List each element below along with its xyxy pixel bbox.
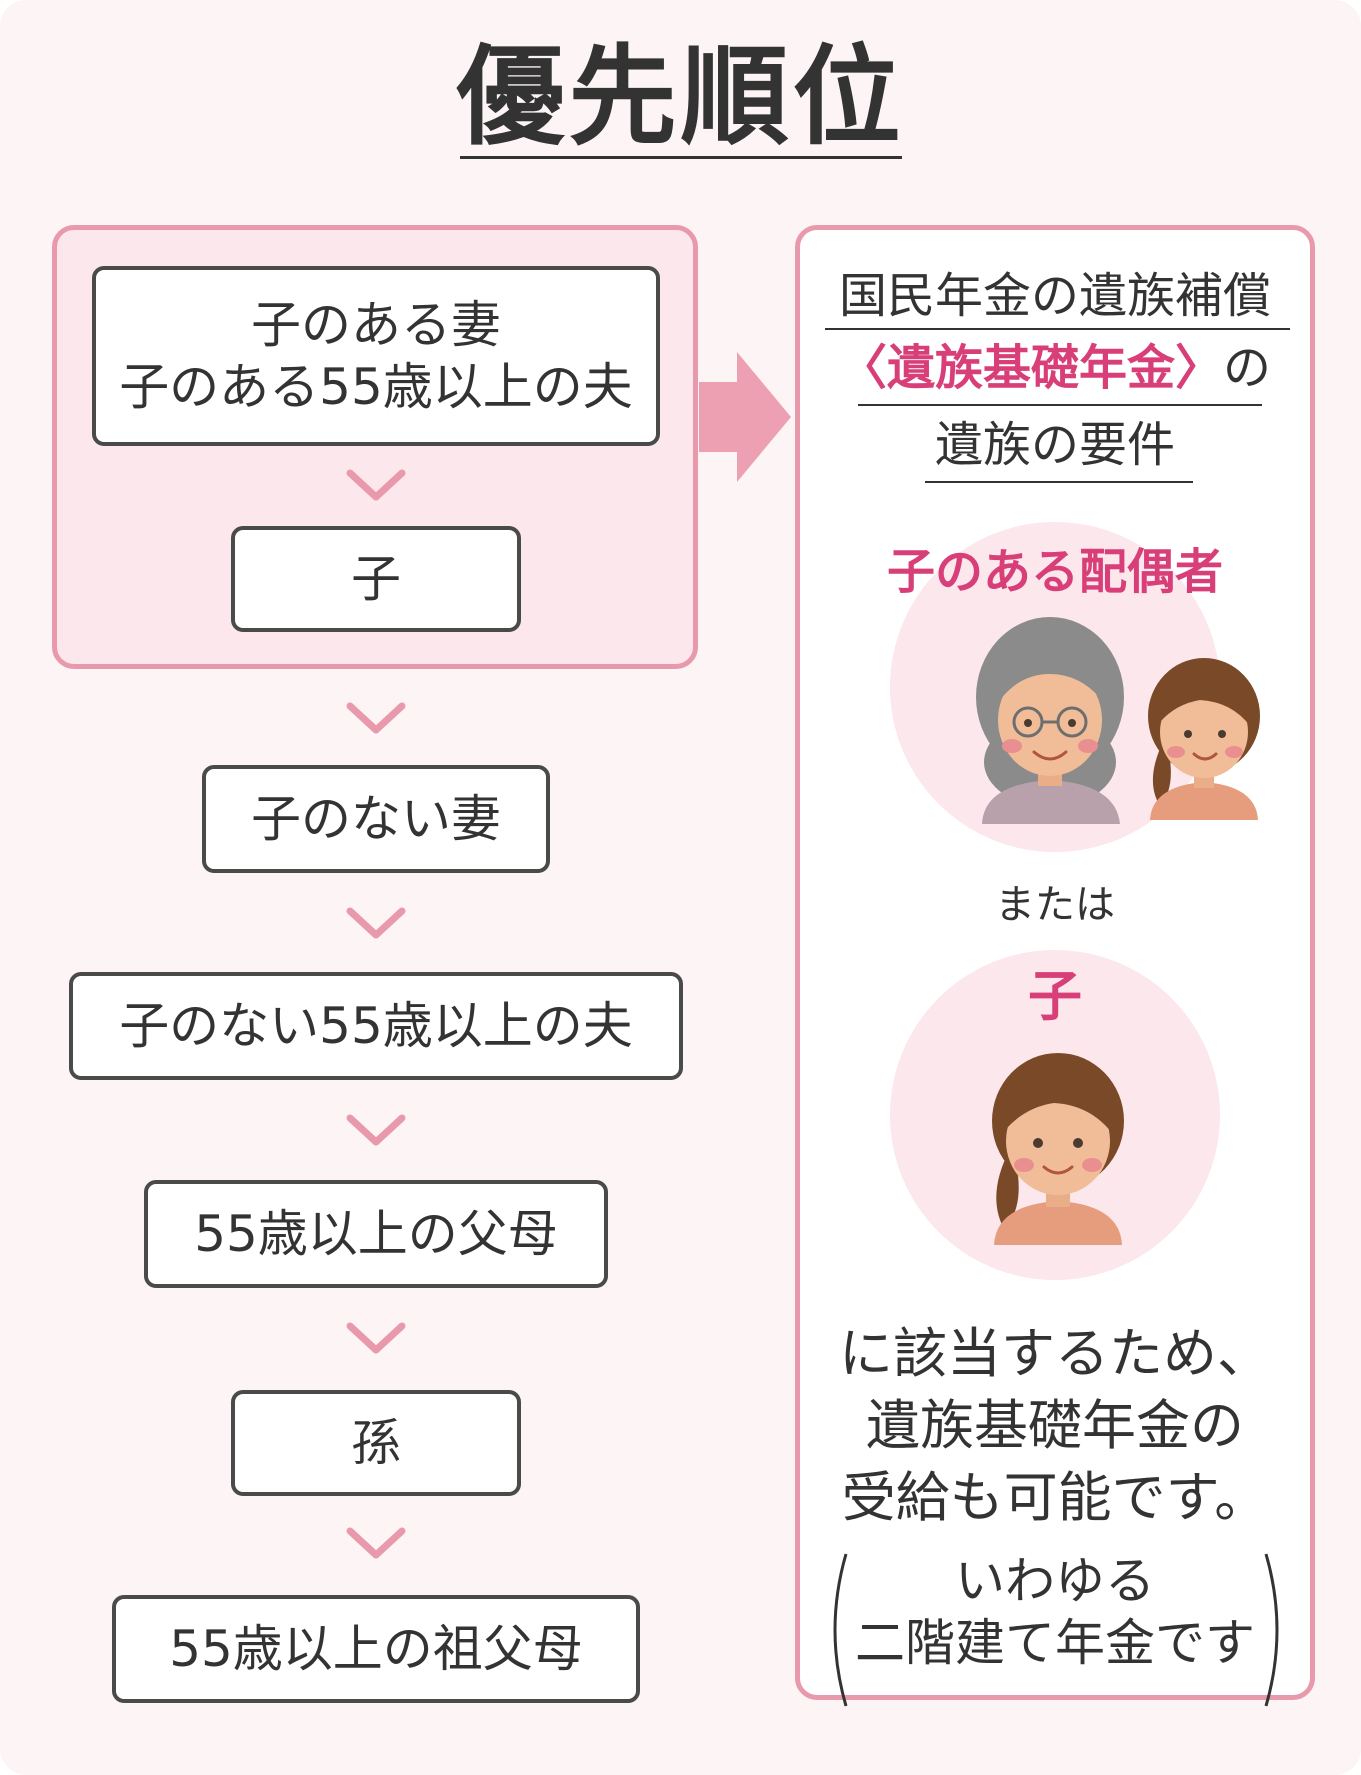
- heading-underline: [925, 481, 1193, 483]
- heading-underline: [825, 328, 1290, 330]
- priority-box-child: 子: [231, 526, 521, 632]
- chevron-down-icon: [346, 907, 406, 939]
- note-line: に該当するため、: [839, 1322, 1271, 1385]
- priority-label: 55歳以上の祖父母: [169, 1620, 583, 1678]
- page-title: 優先順位: [456, 35, 905, 160]
- priority-box-grandchild: 孫: [231, 1390, 521, 1496]
- child-label: 子: [1028, 965, 1082, 1028]
- requirements-heading-line3: 遺族の要件: [934, 417, 1175, 473]
- grandmother-illustration: [976, 617, 1124, 824]
- requirements-heading-line1: 国民年金の遺族補償: [838, 268, 1271, 324]
- chevron-down-icon: [346, 1322, 406, 1354]
- note-line: 遺族基礎年金の: [866, 1394, 1244, 1457]
- priority-box-grandparents: 55歳以上の祖父母: [112, 1595, 640, 1703]
- young-woman-illustration: [992, 1053, 1124, 1245]
- priority-box-husband-without-child: 子のない55歳以上の夫: [69, 972, 683, 1080]
- or-text: または: [995, 882, 1115, 928]
- child-illustration: [1148, 658, 1260, 820]
- priority-label-wife-with-child: 子のある妻: [251, 296, 501, 354]
- priority-label: 子のない妻: [251, 790, 501, 848]
- right-parenthesis: [1264, 1553, 1279, 1707]
- aside-line: 二階建て年金です: [855, 1614, 1255, 1672]
- priority-label-husband-with-child: 子のある55歳以上の夫: [119, 358, 633, 416]
- chevron-down-icon: [346, 702, 406, 734]
- priority-label: 55歳以上の父母: [194, 1205, 558, 1263]
- priority-label-child: 子: [351, 550, 401, 608]
- priority-label: 子のない55歳以上の夫: [119, 997, 633, 1055]
- basic-pension-name: 〈遺族基礎年金〉: [838, 340, 1223, 396]
- chevron-down-icon: [346, 1527, 406, 1559]
- aside-line: いわゆる: [955, 1552, 1155, 1610]
- heading-underline: [858, 404, 1262, 406]
- chevron-down-icon: [346, 1114, 406, 1146]
- note-line: 受給も可能です。: [841, 1466, 1269, 1529]
- priority-box-wife-without-child: 子のない妻: [202, 765, 550, 873]
- requirements-heading-line2: 〈遺族基礎年金〉の: [795, 338, 1315, 398]
- arrow-right-icon: [699, 352, 791, 482]
- heading-particle: の: [1223, 340, 1272, 396]
- priority-box-parents: 55歳以上の父母: [144, 1180, 608, 1288]
- chevron-down-icon: [346, 469, 406, 501]
- priority-label: 孫: [351, 1414, 401, 1472]
- spouse-with-child-label: 子のある配偶者: [886, 544, 1223, 600]
- left-parenthesis: [833, 1553, 848, 1707]
- priority-box-spouse-with-child: 子のある妻 子のある55歳以上の夫: [92, 266, 660, 446]
- title-underline: [460, 156, 902, 159]
